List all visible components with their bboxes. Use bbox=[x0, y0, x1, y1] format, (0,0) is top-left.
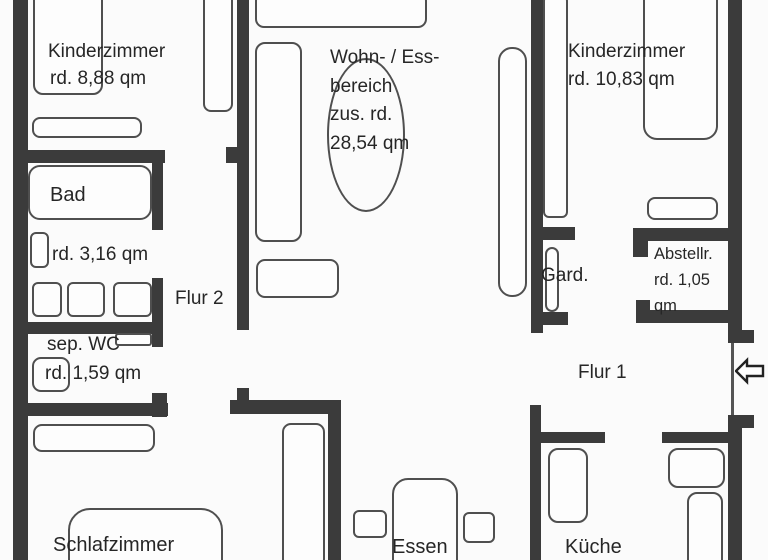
wall-kueche-top-right bbox=[662, 432, 728, 443]
sofa-top bbox=[255, 0, 427, 28]
kitchen-counter-left bbox=[548, 448, 588, 523]
wall-kinderzimmer1-bad bbox=[13, 150, 165, 163]
area-label-wc: rd. 1,59 qm bbox=[45, 363, 142, 384]
wall-wc-right-upper bbox=[152, 322, 163, 347]
room-label-flur1: Flur 1 bbox=[578, 362, 627, 383]
dresser-kinderzimmer2 bbox=[647, 197, 718, 220]
abstellraum-line3: qm bbox=[654, 297, 677, 315]
wall-wohn-kinderzimmer2 bbox=[531, 0, 543, 333]
washer-2 bbox=[67, 282, 105, 317]
wohnbereich-line3: zus. rd. bbox=[330, 104, 393, 125]
cistern bbox=[115, 333, 152, 346]
wall-bad-right-upper bbox=[152, 150, 163, 230]
room-label-essen: Essen bbox=[392, 536, 448, 558]
area-label-kinderzimmer2: rd. 10,83 qm bbox=[568, 69, 675, 90]
wall-outer-left bbox=[13, 0, 28, 560]
area-label-kinderzimmer1: rd. 8,88 qm bbox=[50, 68, 147, 89]
entrance-door-line bbox=[731, 343, 734, 415]
wall-bad-wc bbox=[13, 322, 157, 334]
bed-kinderzimmer1 bbox=[33, 0, 103, 95]
toilet bbox=[32, 357, 70, 392]
wall-kinderzimmer2-bottom bbox=[633, 228, 742, 241]
bed-kinderzimmer2 bbox=[643, 0, 718, 140]
dining-table-oval bbox=[327, 58, 405, 212]
wall-gard-bottom bbox=[531, 312, 568, 325]
cupboard-right bbox=[498, 47, 527, 297]
wall-gard-top bbox=[543, 227, 575, 240]
shelf-unit-left bbox=[255, 42, 302, 242]
chair-left bbox=[353, 510, 387, 538]
wohnbereich-line4: 28,54 qm bbox=[330, 132, 410, 154]
wall-outer-right-bottom bbox=[728, 415, 742, 560]
kitchen-sink-unit bbox=[687, 492, 723, 560]
wall-outer-right-top bbox=[728, 0, 742, 343]
room-label-wohnbereich: Wohn- / Ess- bereich zus. rd. 28,54 qm bbox=[330, 44, 439, 158]
area-label-bad: rd. 3,16 qm bbox=[52, 244, 149, 265]
wall-center-stub-bottom bbox=[237, 388, 249, 402]
room-label-wc: sep. WC bbox=[47, 334, 120, 355]
wardrobe-gard bbox=[545, 247, 559, 312]
room-label-schlafzimmer: Schlafzimmer bbox=[53, 534, 175, 556]
cabinet-kinderzimmer1 bbox=[203, 0, 233, 112]
room-label-abstellraum: Abstellr. rd. 1,05 qm bbox=[654, 241, 713, 319]
wall-abstellraum-left-upper bbox=[633, 241, 648, 257]
room-label-bad: Bad bbox=[50, 184, 86, 206]
wall-schlafzimmer-essen bbox=[328, 407, 341, 560]
wall-bad-right-lower bbox=[152, 278, 163, 330]
washer-1 bbox=[32, 282, 62, 317]
wall-center-stub bbox=[226, 147, 238, 163]
sink bbox=[30, 232, 49, 268]
wohnbereich-line1: Wohn- / Ess- bbox=[330, 47, 440, 68]
wall-entrance-jamb-top bbox=[728, 330, 754, 343]
room-label-gard: Gard. bbox=[541, 265, 589, 286]
room-label-flur2: Flur 2 bbox=[175, 288, 224, 309]
dresser-kinderzimmer1 bbox=[32, 117, 142, 138]
entrance-arrow-icon bbox=[735, 357, 765, 385]
bathtub bbox=[28, 165, 152, 220]
wall-center-vertical bbox=[237, 0, 249, 330]
wall-abstellraum-bottom bbox=[636, 310, 742, 323]
wall-wc-schlafzimmer bbox=[13, 403, 168, 416]
wall-kueche-top-left bbox=[541, 432, 605, 443]
kitchen-counter-right bbox=[668, 448, 725, 488]
room-label-kinderzimmer2: Kinderzimmer bbox=[568, 41, 686, 62]
bed-schlafzimmer bbox=[68, 508, 223, 560]
abstellraum-line1: Abstellr. bbox=[654, 245, 713, 263]
wohnbereich-line2: bereich bbox=[330, 75, 393, 97]
chair-right bbox=[463, 512, 495, 543]
wall-kueche-left bbox=[530, 405, 541, 560]
room-label-kueche: Küche bbox=[565, 536, 622, 558]
radiator-schlafzimmer bbox=[33, 424, 155, 452]
washer-3 bbox=[113, 282, 152, 317]
abstellraum-line2: rd. 1,05 bbox=[654, 271, 710, 289]
wardrobe-schlafzimmer bbox=[282, 423, 325, 560]
sideboard bbox=[256, 259, 339, 298]
wall-schlafzimmer-top-right bbox=[230, 400, 341, 414]
room-label-kinderzimmer1: Kinderzimmer bbox=[48, 41, 166, 62]
dining-table-essen bbox=[392, 478, 458, 560]
wardrobe-kinderzimmer2 bbox=[543, 0, 568, 218]
